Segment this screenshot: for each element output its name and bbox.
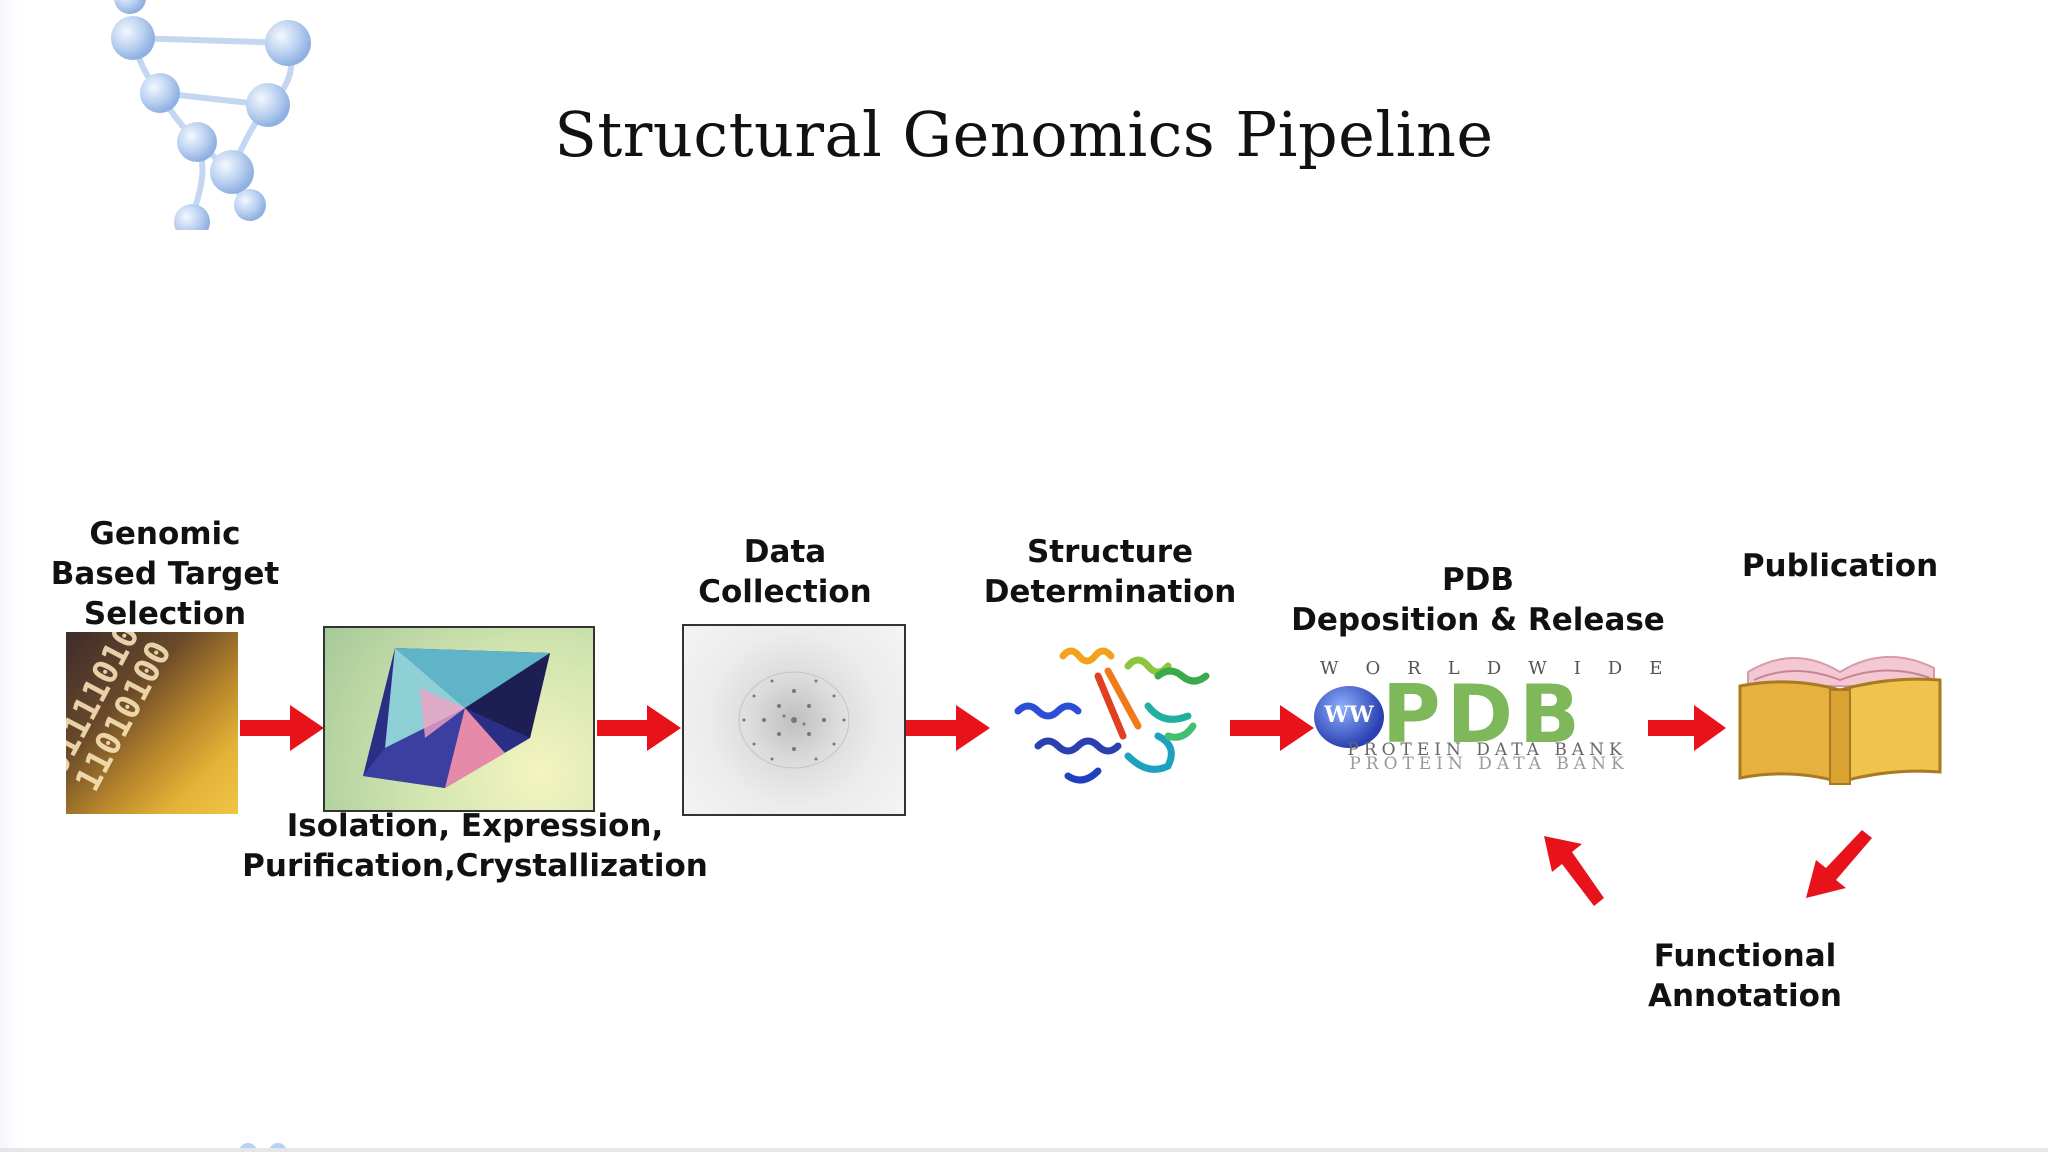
- flow-arrow-right: [240, 705, 324, 751]
- step-label-isolation-crystallization: Isolation, Expression, Purification,Crys…: [242, 808, 708, 884]
- flow-arrow-up-left: [1544, 836, 1604, 906]
- open-book-icon: [1738, 655, 1942, 785]
- flow-arrow-down-left: [1806, 830, 1872, 898]
- dna-molecule-icon: [111, 0, 311, 230]
- protein-ribbon-icon: [1014, 647, 1210, 784]
- pdb-logo-bottom-text: PROTEIN DATA BANK: [1347, 740, 1627, 760]
- flow-arrow-right: [1230, 705, 1314, 751]
- pdb-globe-badge-text: WW: [1324, 702, 1374, 728]
- step-label-data-collection: Data Collection: [698, 534, 872, 610]
- slide-footer-bar: [0, 1148, 2048, 1152]
- pdb-logo-main-text: PDB: [1382, 668, 1587, 761]
- step-label-functional-annotation: Functional Annotation: [1648, 938, 1842, 1014]
- step-label-target-selection: Genomic Based Target Selection: [50, 516, 280, 632]
- slide-left-edge-shadow: [0, 0, 20, 1152]
- crystal-image-icon: [323, 626, 595, 812]
- step-label-pdb-deposition: PDB Deposition & Release: [1291, 562, 1665, 638]
- binary-code-image-icon: 01111010 11010100: [66, 632, 238, 814]
- pdb-logo-icon: WORLDWIDE WW PDB PROTEIN DATA BANK PROTE…: [1310, 658, 1690, 776]
- step-label-publication: Publication: [1741, 548, 1939, 584]
- flow-arrow-right: [906, 705, 990, 751]
- flow-arrow-right: [597, 705, 681, 751]
- step-label-structure-determination: Structure Determination: [983, 534, 1237, 610]
- flow-arrow-right: [1648, 705, 1726, 751]
- pdb-globe-badge: [1314, 686, 1384, 748]
- pdb-logo-bottom-text-echo: PROTEIN DATA BANK: [1349, 754, 1629, 774]
- slide-title: Structural Genomics Pipeline: [554, 98, 1494, 171]
- diffraction-pattern-icon: [682, 624, 906, 816]
- pdb-logo-top-text: WORLDWIDE: [1320, 658, 1690, 679]
